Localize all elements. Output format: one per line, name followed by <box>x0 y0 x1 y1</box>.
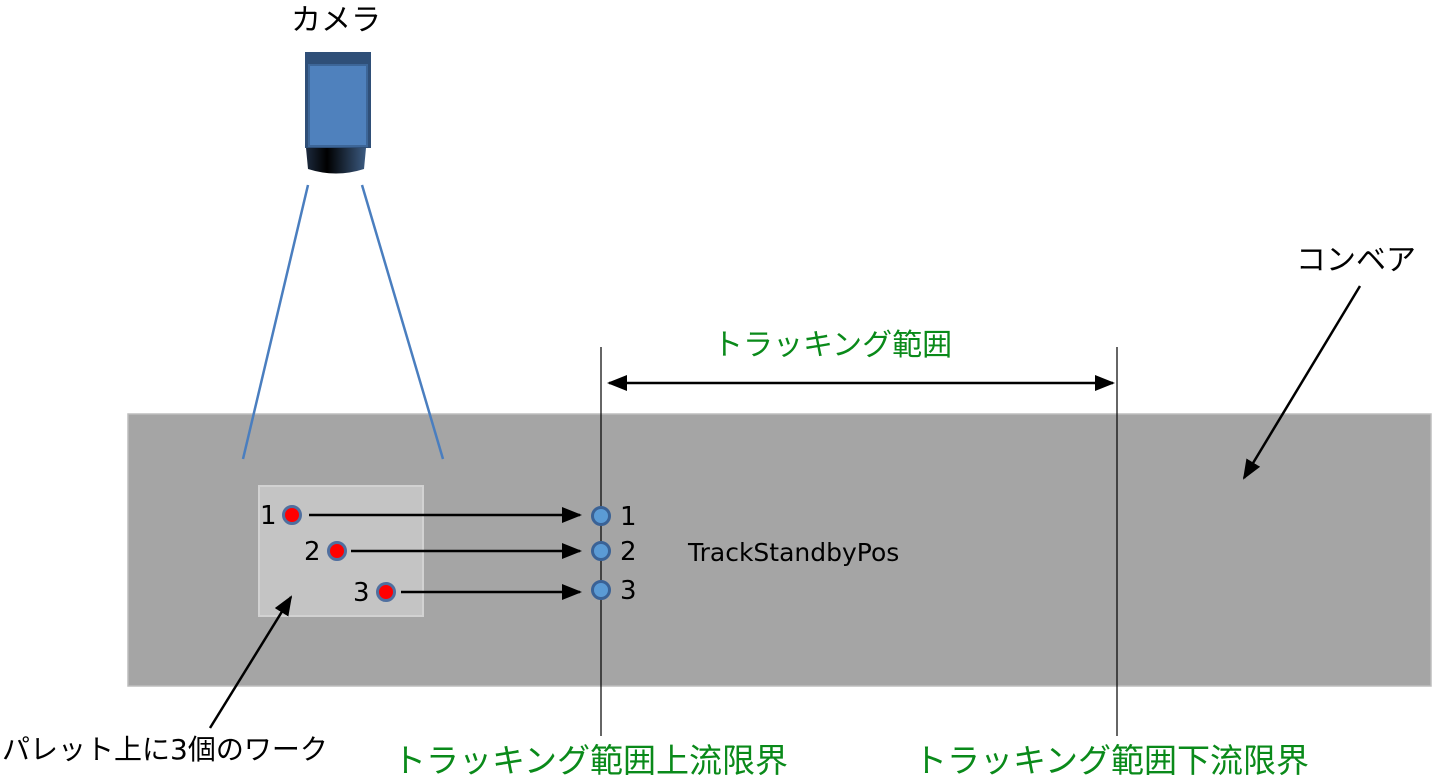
standby-number-2: 2 <box>620 537 637 567</box>
pallet-pointer-arrow <box>208 595 293 729</box>
standby-position-2 <box>591 541 611 561</box>
standby-position-1 <box>591 506 611 526</box>
workpiece-number-3: 3 <box>353 578 370 608</box>
downstream-limit-label: トラッキング範囲下流限界 <box>914 741 1310 780</box>
camera-icon <box>305 52 371 174</box>
tracking-range-label: トラッキング範囲 <box>713 328 953 363</box>
standby-number-1: 1 <box>620 502 637 532</box>
workpiece-2 <box>327 541 347 561</box>
workpiece-number-2: 2 <box>304 537 321 567</box>
workpiece-1 <box>282 505 302 525</box>
workpiece-3 <box>376 582 396 602</box>
upstream-limit-label: トラッキング範囲上流限界 <box>393 741 789 780</box>
standby-position-3 <box>591 580 611 600</box>
conveyor-label: コンベア <box>1296 243 1416 278</box>
pallet-workpieces-label: パレット上に3個のワーク <box>2 733 328 766</box>
workpiece-number-1: 1 <box>260 501 277 531</box>
camera-label: カメラ <box>291 3 381 38</box>
camera-fov-left-line <box>241 184 310 460</box>
standby-number-3: 3 <box>620 576 637 606</box>
conveyor-pointer-arrow <box>1242 285 1362 480</box>
camera-fov-right-line <box>360 184 445 460</box>
track-standby-pos-label: TrackStandbyPos <box>688 538 900 567</box>
